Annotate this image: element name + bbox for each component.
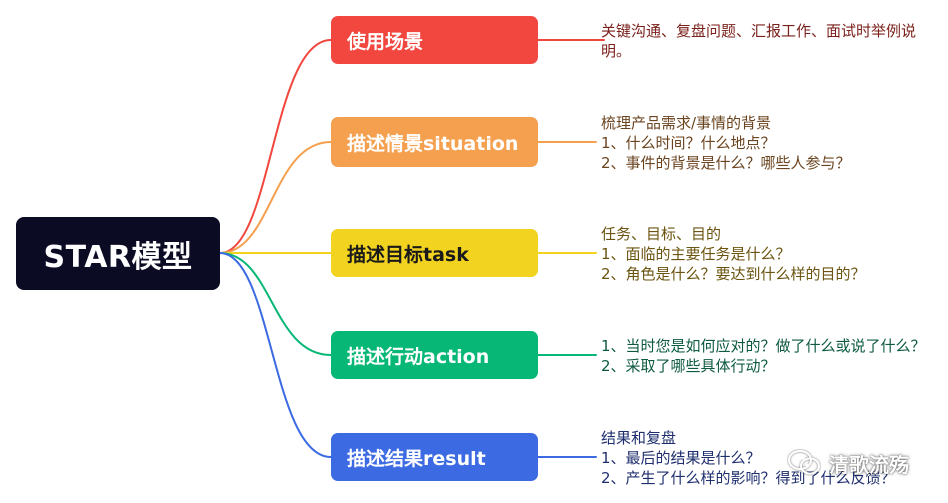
connector-root-to-result (219, 252, 332, 458)
note-action[interactable]: 1、当时您是如何应对的？做了什么或说了什么？ 2、采取了哪些具体行动？ (601, 336, 926, 376)
branch-scene[interactable]: 使用场景 (331, 16, 538, 64)
note-scene[interactable]: 关键沟通、复盘问题、汇报工作、面试时举例说 明。 (601, 21, 916, 61)
root-label: STAR模型 (43, 239, 193, 275)
branch-result[interactable]: 描述结果result (331, 433, 538, 481)
branch-task[interactable]: 描述目标task (331, 229, 538, 277)
note-line: 2、事件的背景是什么？哪些人参与？ (601, 154, 851, 172)
note-line: 1、当时您是如何应对的？做了什么或说了什么？ (601, 337, 926, 355)
note-line: 2、角色是什么？要达到什么样的目的？ (601, 265, 866, 283)
branch-result-label: 描述结果result (347, 447, 486, 470)
note-task[interactable]: 任务、目标、目的 1、面临的主要任务是什么？ 2、角色是什么？要达到什么样的目的… (601, 224, 866, 284)
note-line: 结果和复盘 (601, 429, 677, 447)
note-line: 梳理产品需求/事情的背景 (601, 114, 772, 132)
branch-action[interactable]: 描述行动action (331, 331, 538, 379)
branch-action-label: 描述行动action (347, 345, 490, 368)
branch-scene-label: 使用场景 (347, 30, 424, 53)
branch-task-label: 描述目标task (347, 243, 469, 266)
note-result[interactable]: 结果和复盘 1、最后的结果是什么？ 2、产生了什么样的影响？得到了什么反馈？ (601, 428, 896, 488)
note-line: 明。 (601, 42, 632, 60)
connector-root-to-action (219, 252, 332, 356)
connector-root-to-scene (219, 39, 332, 254)
note-line: 1、最后的结果是什么？ (601, 449, 761, 467)
root-node[interactable]: STAR模型 (16, 217, 220, 290)
wechat-logo-icon (788, 450, 820, 475)
note-situation[interactable]: 梳理产品需求/事情的背景 1、什么时间？什么地点？ 2、事件的背景是什么？哪些人… (601, 113, 851, 173)
branch-situation-label: 描述情景situation (347, 132, 519, 155)
connector-root-to-situation (219, 141, 332, 254)
watermark: 清歌流殇 (787, 448, 945, 478)
note-line: 1、面临的主要任务是什么？ (601, 245, 791, 263)
note-line: 关键沟通、复盘问题、汇报工作、面试时举例说 (601, 22, 917, 40)
note-line: 任务、目标、目的 (601, 225, 722, 243)
note-line: 2、采取了哪些具体行动？ (601, 357, 776, 375)
note-line: 2、产生了什么样的影响？得到了什么反馈？ (601, 469, 896, 487)
branch-situation[interactable]: 描述情景situation (331, 117, 538, 167)
note-line: 1、什么时间？什么地点？ (601, 134, 776, 152)
watermark-text: 清歌流殇 (829, 452, 909, 477)
